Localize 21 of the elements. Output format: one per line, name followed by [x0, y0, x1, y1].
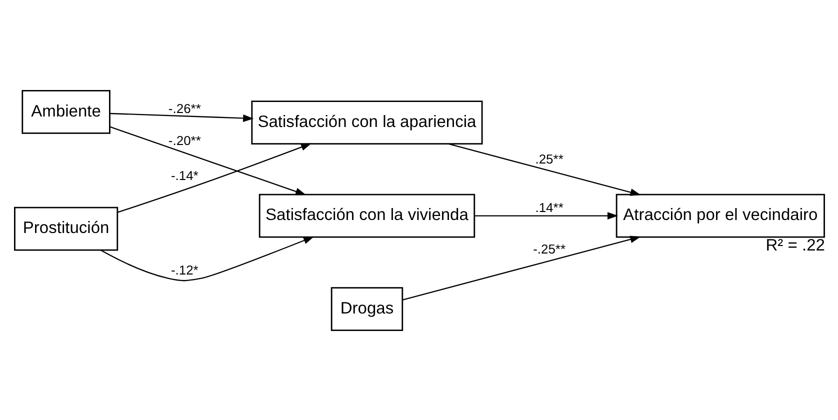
node-box: Satisfacción con la vivienda	[258, 193, 475, 238]
node-box: Drogas	[330, 286, 403, 330]
arrow	[100, 236, 314, 281]
node-box: Atracción por el vecindairo	[615, 193, 824, 238]
arrow	[474, 212, 618, 220]
edge-label: .14**	[534, 200, 563, 215]
edge-label: -.14*	[170, 168, 198, 183]
arrow	[402, 235, 640, 300]
node-label: R² = .22	[765, 234, 824, 254]
arrow	[110, 112, 254, 122]
arrow	[448, 142, 640, 196]
arrow	[109, 126, 306, 195]
edge-label: -.12*	[170, 262, 198, 278]
edge-label: -.25**	[532, 240, 566, 256]
arrow	[116, 142, 312, 212]
node-box: Satisfacción con la apariencia	[250, 100, 482, 144]
node-box: Prostitución	[14, 206, 118, 250]
node-box: Ambiente	[21, 90, 110, 134]
edge-label: .25**	[534, 151, 563, 166]
edge-label: -.26**	[168, 100, 200, 116]
edge-label: -.20**	[168, 132, 200, 148]
